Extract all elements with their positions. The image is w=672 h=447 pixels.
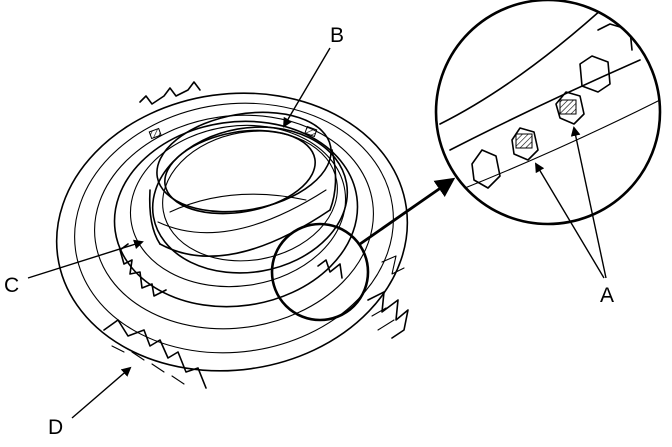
gear-outer-rim — [55, 92, 409, 372]
bore-floor — [169, 193, 307, 213]
detail-hatch-2 — [559, 99, 577, 115]
detail-tooth-4 — [579, 55, 611, 93]
bore-wall-left — [148, 189, 161, 245]
detail-magnifier — [270, 0, 662, 322]
ring-slot-right — [304, 125, 318, 138]
detail-ring-face — [449, 59, 641, 151]
leader-c — [27, 239, 144, 279]
detail-hatch-1 — [515, 133, 533, 149]
detail-tooth-2 — [511, 127, 539, 161]
leader-d — [71, 366, 132, 419]
gear-rim-2 — [74, 102, 394, 354]
gear-teeth-bottom-2 — [111, 345, 185, 385]
gear-teeth-top — [139, 81, 201, 105]
label-a: A — [600, 284, 614, 307]
gear-rim-3 — [94, 114, 374, 330]
leader-a-1 — [534, 162, 605, 279]
detail-tooth-3 — [555, 91, 585, 125]
detail-ring-lower — [459, 99, 660, 191]
label-b: B — [330, 24, 344, 47]
leader-a-2 — [570, 126, 607, 279]
synchro-ring-mid — [162, 130, 338, 262]
gear-assembly — [55, 81, 409, 389]
gear-teeth-right — [367, 291, 409, 339]
bore-wall-right — [329, 149, 337, 211]
gear-teeth-bottom — [103, 319, 207, 389]
label-d: D — [48, 416, 63, 439]
gear-teeth-right-2 — [371, 255, 405, 331]
magnifier-connector — [359, 177, 456, 246]
synchro-teeth — [119, 243, 167, 297]
bore-top-edge — [156, 111, 332, 213]
gear-hub-ring-inner — [129, 124, 347, 288]
magnifier-source-circle — [270, 222, 370, 322]
synchro-teeth-right — [317, 259, 343, 279]
leader-b — [283, 47, 331, 128]
ring-slot-left — [148, 127, 162, 140]
detail-ring-edge — [439, 0, 613, 125]
bore-inner — [164, 129, 316, 215]
label-c: C — [4, 274, 19, 297]
synchro-ring-outer — [151, 126, 349, 274]
detail-circle — [434, 0, 662, 226]
gear-hub-ring — [113, 120, 359, 308]
detail-tooth-1 — [471, 149, 501, 189]
bore-front-upper — [157, 189, 327, 234]
detail-contents — [439, 0, 660, 191]
detail-tooth-5 — [597, 23, 633, 51]
callouts: A B C D — [4, 24, 614, 439]
bore-front-lower — [159, 209, 331, 257]
